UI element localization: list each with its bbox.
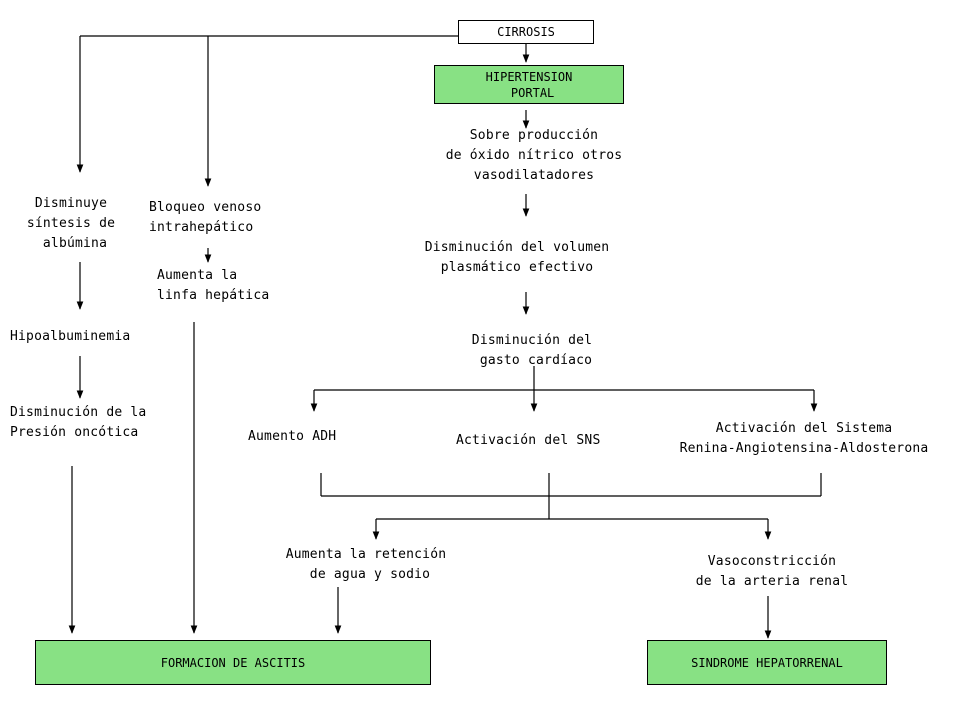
bloqueo-venoso-text: Bloqueo venoso intrahepático	[149, 200, 262, 235]
disminucion-volumen-text: Disminución del volumen plasmático efect…	[424, 240, 610, 275]
activacion-sns-text: Activación del SNS	[456, 433, 601, 448]
vasoconstriccion-text: Vasoconstricción de la arteria renal	[695, 554, 849, 589]
sobre-produccion-text: Sobre producción de óxido nítrico otros …	[445, 128, 623, 183]
hipertension-portal-box: HIPERTENSION PORTAL	[434, 65, 624, 104]
disminuye-sintesis-text: Disminuye síntesis de albúmina	[26, 196, 116, 251]
activacion-sistema-text: Activación del Sistema Renina-Angiotensi…	[679, 421, 929, 456]
aumenta-linfa-text: Aumenta la linfa hepática	[157, 268, 270, 303]
cirrosis-box: CIRROSIS	[458, 20, 594, 44]
hipoalbuminemia-text: Hipoalbuminemia	[10, 329, 131, 344]
disminucion-presion-text: Disminución de la Presión oncótica	[10, 405, 147, 440]
aumento-adh-text: Aumento ADH	[248, 429, 337, 444]
disminucion-gasto-text: Disminución del gasto cardíaco	[471, 333, 593, 368]
retencion-text: Aumenta la retención de agua y sodio	[285, 547, 447, 582]
sindrome-hepatorrenal-box: SINDROME HEPATORRENAL	[647, 640, 887, 685]
formacion-ascitis-box: FORMACION DE ASCITIS	[35, 640, 431, 685]
